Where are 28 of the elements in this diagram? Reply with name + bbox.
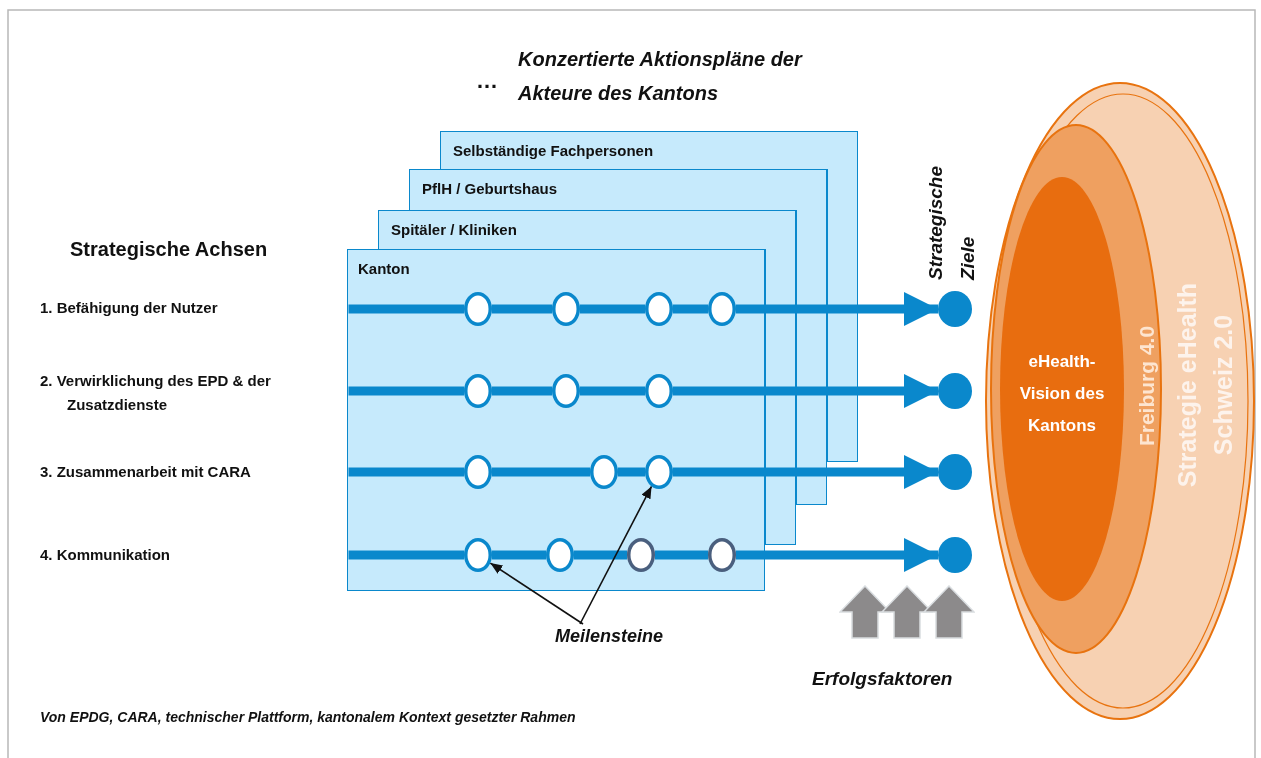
actor-label: Spitäler / Kliniken [391, 221, 517, 238]
caption: Von EPDG, CARA, technischer Plattform, kantonalem Kontext gesetzter Rahmen [40, 709, 576, 725]
actor-box [378, 210, 796, 249]
vision-label: Freiburg 4.0 [1134, 324, 1159, 449]
axis-arrow [736, 538, 938, 572]
vision-label: eHealth-Vision des Kantons [1018, 351, 1106, 437]
actor-box [440, 131, 858, 169]
success-factors-label: Erfolgsfaktoren [812, 668, 953, 690]
actor-label: Selbständige Fachpersonen [453, 142, 654, 159]
axis-arrow [673, 455, 938, 489]
actor-box [347, 249, 765, 591]
axes-heading: Strategische Achsen [70, 238, 268, 261]
actor-label: PflH / Geburtshaus [422, 180, 558, 197]
actor-label: Kanton [358, 260, 410, 277]
axis-label: 3. Zusammenarbeit mit CARA [40, 463, 252, 480]
leader-line [579, 485, 653, 625]
axis-arrow [673, 374, 938, 408]
ellipsis-label: … [476, 68, 498, 94]
axis-label: 2. Verwirklichung des EPD & der Zusatzdienste [40, 371, 272, 415]
axis-arrow [736, 292, 938, 326]
actor-box [409, 169, 827, 210]
axis-label: 1. Befähigung der Nutzer [40, 299, 219, 316]
vision-label: Strategie eHealth Schweiz 2.0 [1172, 281, 1238, 490]
leader-line [489, 562, 584, 625]
section-title: Konzertierte Aktionspläne der Akteure des Kantons [518, 47, 804, 106]
axis-label: 4. Kommunikation [40, 546, 171, 563]
goals-label: Strategische Ziele [924, 164, 979, 280]
milestones-label: Meilensteine [555, 626, 664, 647]
